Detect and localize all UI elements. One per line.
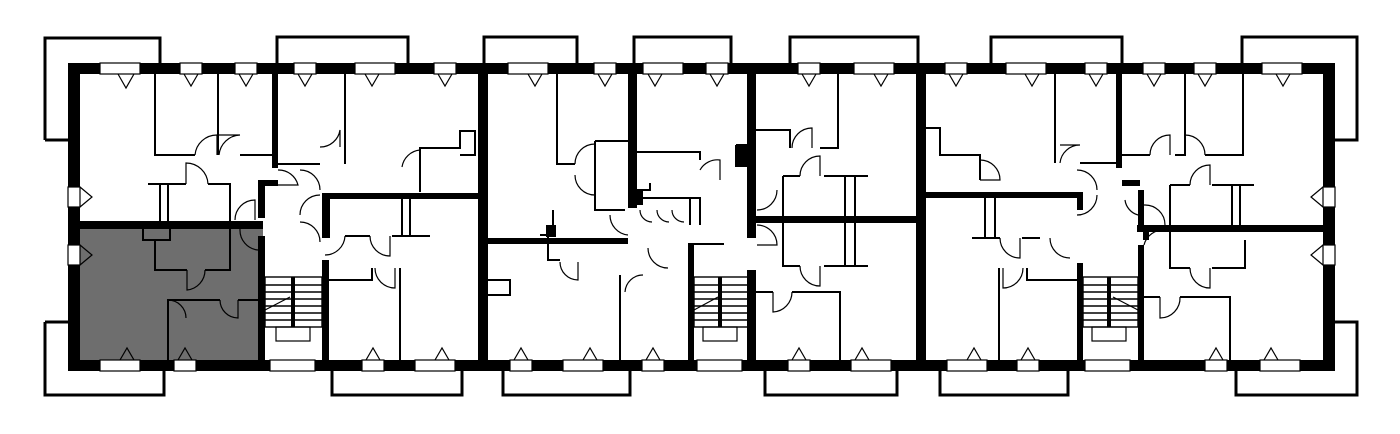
staircase-middle <box>693 270 756 370</box>
windows-side <box>67 186 1336 266</box>
shafts <box>258 145 1149 240</box>
door-swings <box>79 73 1324 361</box>
highlighted-apartment[interactable] <box>79 225 263 365</box>
staircase-left <box>264 276 323 342</box>
interior-walls-thick <box>80 63 1323 371</box>
balconies-top <box>43 35 1359 142</box>
staircase-right <box>1082 276 1139 342</box>
partitions <box>148 74 1254 360</box>
windows-top <box>99 62 1303 75</box>
windows-bottom <box>99 359 1301 372</box>
balconies-bottom <box>43 138 1359 397</box>
